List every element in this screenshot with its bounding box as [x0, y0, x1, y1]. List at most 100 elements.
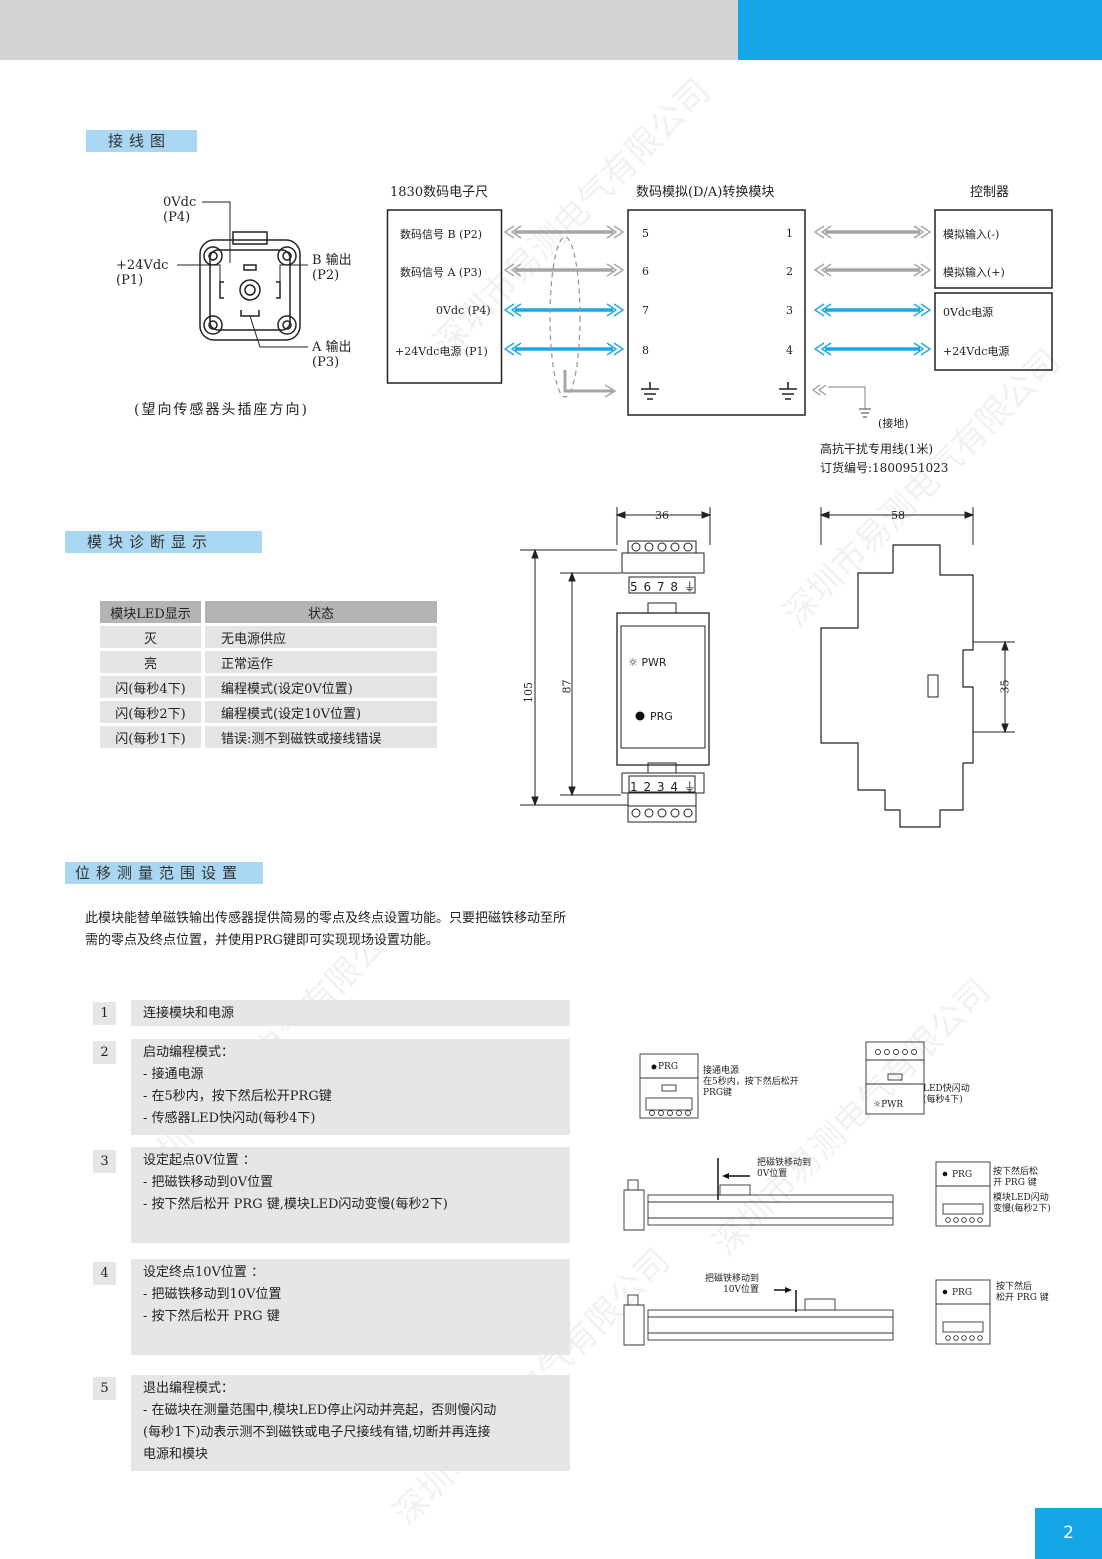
pin-p3-label: A 输出(P3)	[312, 340, 352, 370]
status-cell: 编程模式(设定0V位置)	[205, 676, 437, 698]
illus-press: 按下然后松开 PRG 键	[993, 1167, 1039, 1188]
wire-arrows	[503, 225, 932, 356]
wire-arrowhead	[820, 225, 832, 239]
illus-pwr-label: ☼PWR	[873, 1100, 904, 1110]
step-number: 1	[93, 1002, 116, 1025]
wire-arrowhead	[503, 225, 515, 239]
terminal-label-bottom: 1 2 3 4 ⏚	[630, 780, 697, 794]
module-title: 数码模拟(D/A)转换模块	[636, 185, 775, 200]
cable-order-number: 订货编号:1800951023	[820, 461, 949, 475]
wire-arrowhead	[606, 342, 618, 356]
wire-arrowhead	[813, 225, 825, 239]
module-terminal-left-0: 5	[642, 227, 649, 240]
ruler-row-3: +24Vdc电源 (P1)	[395, 345, 488, 358]
wire-arrowhead	[820, 303, 832, 317]
wire-arrowhead	[913, 303, 925, 317]
wire-arrowhead	[503, 263, 515, 277]
wire-arrowhead	[613, 342, 625, 356]
illus-prg-label-3: PRG	[952, 1288, 973, 1298]
step-box: 启动编程模式：- 接通电源- 在5秒内，按下然后松开PRG键- 传感器LED快闪…	[131, 1039, 570, 1135]
controller-row-0: 模拟输入(-)	[943, 228, 1000, 241]
status-cell: 错误:测不到磁铁或接线错误	[205, 726, 437, 748]
wire-arrowhead	[920, 342, 932, 356]
step-box: 设定终点10V位置 ：- 把磁铁移动到10V位置- 按下然后松开 PRG 键	[131, 1259, 570, 1355]
wire-arrowhead	[613, 263, 625, 277]
dim-height-87: 87	[560, 679, 574, 694]
dim-height-35: 35	[998, 679, 1012, 694]
wire-arrowhead	[913, 263, 925, 277]
sun-icon: ☼	[628, 656, 642, 669]
led-cell: 灭	[100, 626, 201, 648]
pwr-indicator-label: ☼ PWR	[628, 656, 667, 669]
wire-arrowhead	[820, 263, 832, 277]
module-terminal-left-3: 8	[642, 344, 649, 357]
dim-width-58: 58	[891, 509, 905, 522]
step-number: 3	[93, 1150, 116, 1173]
wire-arrowhead	[913, 225, 925, 239]
table-header-led: 模块LED显示	[100, 601, 201, 623]
dimension-drawing	[520, 507, 1015, 828]
status-cell: 无电源供应	[205, 626, 437, 648]
illus-prg-label: PRG	[658, 1062, 679, 1072]
table-row: 闪(每秒1下)错误:测不到磁铁或接线错误	[100, 726, 437, 748]
wiring-diagram	[386, 209, 1053, 418]
step-box: 设定起点0V位置 ：- 把磁铁移动到0V位置- 按下然后松开 PRG 键,模块L…	[131, 1147, 570, 1243]
header-bar-gray	[0, 0, 738, 60]
pin-p1-label: +24Vdc(P1)	[116, 258, 169, 288]
led-status-table: 模块LED显示 状态 灭无电源供应 亮正常运作 闪(每秒4下)编程模式(设定0V…	[96, 598, 441, 751]
ruler-row-2: 0Vdc (P4)	[436, 304, 491, 317]
wire-arrowhead	[606, 225, 618, 239]
step-number: 4	[93, 1262, 116, 1285]
table-header-row: 模块LED显示 状态	[100, 601, 437, 623]
controller-row-2: 0Vdc电源	[943, 306, 994, 319]
wire-arrowhead	[510, 342, 522, 356]
dim-height-105: 105	[522, 682, 535, 703]
table-row: 闪(每秒4下)编程模式(设定0V位置)	[100, 676, 437, 698]
status-cell: 编程模式(设定10V位置)	[205, 701, 437, 723]
connector-pinout-diagram	[177, 201, 308, 348]
wire-arrowhead	[813, 263, 825, 277]
table-row: 灭无电源供应	[100, 626, 437, 648]
wire-arrowhead	[613, 303, 625, 317]
wire-arrowhead	[503, 303, 515, 317]
section-title-wiring: 接线图	[86, 130, 197, 152]
terminal-label-top: 5 6 7 8 ⏚	[630, 580, 697, 594]
connector-caption: (望向传感器头插座方向)	[134, 402, 309, 418]
pin-p2-label: B 输出(P2)	[312, 253, 352, 283]
controller-title: 控制器	[970, 185, 1010, 200]
wire-arrowhead	[813, 303, 825, 317]
ruler-row-0: 数码信号 B (P2)	[400, 228, 483, 241]
sun-icon: ☼	[873, 1100, 882, 1110]
illus-led-fast: LED快闪动(每秒4下)	[923, 1084, 970, 1105]
wire-arrowhead	[920, 225, 932, 239]
illus-press-2: 按下然后松开 PRG 键	[996, 1282, 1049, 1303]
led-cell: 亮	[100, 651, 201, 673]
intro-paragraph: 此模块能替单磁铁输出传感器提供简易的零点及终点设置功能。只要把磁铁移动至所需的零…	[85, 911, 567, 948]
controller-row-3: +24Vdc电源	[943, 345, 1010, 358]
module-terminal-left-1: 6	[642, 265, 649, 278]
wire-arrowhead	[510, 263, 522, 277]
wire-arrowhead	[913, 342, 925, 356]
wire-arrowhead	[510, 303, 522, 317]
module-terminal-right-3: 4	[786, 344, 793, 357]
pin-p4-label: 0Vdc(P4)	[163, 195, 197, 225]
prg-indicator-label: PRG	[650, 710, 673, 723]
led-cell: 闪(每秒1下)	[100, 726, 201, 748]
module-terminal-right-1: 2	[786, 265, 793, 278]
header-bar-blue	[738, 0, 1102, 60]
page-number: 2	[1035, 1508, 1102, 1559]
ground-label: (接地)	[878, 417, 909, 430]
step-number: 2	[93, 1041, 116, 1064]
table-row: 闪(每秒2下)编程模式(设定10V位置)	[100, 701, 437, 723]
status-cell: 正常运作	[205, 651, 437, 673]
module-terminal-left-2: 7	[642, 304, 649, 317]
illus-prg-label-2: PRG	[952, 1170, 973, 1180]
wire-arrowhead	[503, 342, 515, 356]
led-cell: 闪(每秒2下)	[100, 701, 201, 723]
wire-arrowhead	[613, 225, 625, 239]
cable-name: 高抗干扰专用线(1米)	[820, 442, 933, 456]
step-box: 连接模块和电源	[131, 1000, 570, 1026]
table-header-status: 状态	[205, 601, 437, 623]
